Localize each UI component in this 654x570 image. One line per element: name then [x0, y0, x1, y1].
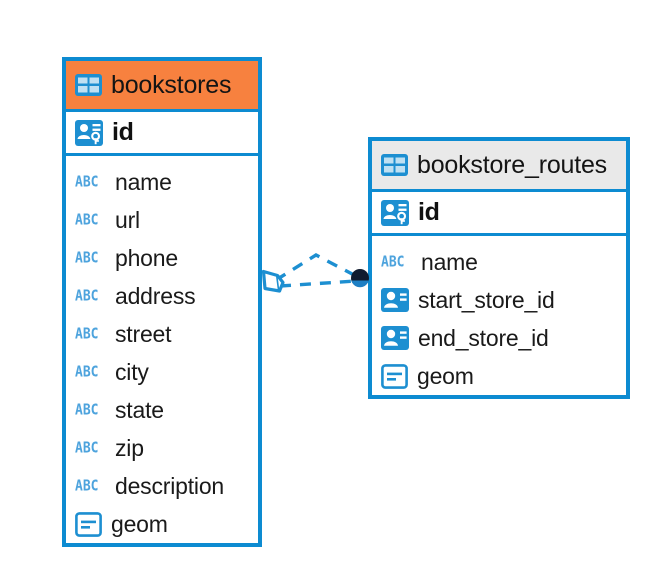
text-abc-icon: ABC [75, 439, 99, 457]
filled-circle-marker [351, 269, 369, 287]
field-label-end-store-id: end_store_id [418, 324, 549, 351]
text-abc-icon: ABC [75, 401, 99, 419]
text-abc-icon: ABC [75, 211, 99, 229]
field-label-street: street [115, 320, 172, 347]
field-row-phone[interactable]: ABC phone [66, 239, 258, 277]
field-row-street[interactable]: ABC street [66, 315, 258, 353]
table-icon [381, 154, 408, 176]
field-label-address: address [115, 282, 196, 309]
field-row-description[interactable]: ABC description [66, 467, 258, 505]
diamond-marker-tail [276, 274, 285, 292]
table-icon [75, 74, 102, 96]
primary-key-icon [381, 199, 409, 226]
field-label-city: city [115, 358, 149, 385]
entity-header-bookstore-routes[interactable]: bookstore_routes [372, 141, 626, 189]
diamond-marker [261, 269, 282, 293]
relationship-line-straight [279, 279, 357, 288]
field-label-start-store-id: start_store_id [418, 286, 555, 313]
foreign-key-icon [381, 288, 409, 312]
text-abc-icon: ABC [75, 173, 99, 191]
relationship-line-arched [275, 253, 357, 282]
text-abc-icon: ABC [381, 253, 405, 271]
primary-key-label-bookstores: id [112, 118, 134, 146]
entity-header-bookstores[interactable]: bookstores [66, 61, 258, 109]
entity-table-bookstores[interactable]: bookstores id ABC name [62, 57, 262, 547]
field-label-url: url [115, 206, 140, 233]
primary-key-row-bookstores[interactable]: id [66, 109, 258, 156]
foreign-key-icon [381, 326, 409, 350]
field-label-name: name [115, 168, 172, 195]
primary-key-label-bookstore-routes: id [418, 198, 440, 226]
field-row-start-store-id[interactable]: start_store_id [372, 281, 626, 319]
field-row-routes-geom[interactable]: geom [372, 357, 626, 395]
field-row-routes-name[interactable]: ABC name [372, 243, 626, 281]
field-row-address[interactable]: ABC address [66, 277, 258, 315]
text-abc-icon: ABC [75, 287, 99, 305]
entity-table-bookstore-routes[interactable]: bookstore_routes id ABC name [368, 137, 630, 399]
field-label-routes-geom: geom [417, 362, 474, 389]
field-row-end-store-id[interactable]: end_store_id [372, 319, 626, 357]
field-row-geom[interactable]: geom [66, 505, 258, 543]
text-abc-icon: ABC [75, 477, 99, 495]
primary-key-icon [75, 119, 103, 146]
field-row-zip[interactable]: ABC zip [66, 429, 258, 467]
field-label-zip: zip [115, 434, 144, 461]
entity-title-bookstores: bookstores [111, 70, 232, 99]
entity-title-bookstore-routes: bookstore_routes [417, 150, 607, 179]
filled-circle-marker-base [351, 280, 369, 288]
field-list-bookstores: ABC name ABC url ABC phone ABC address A… [66, 156, 258, 549]
field-label-description: description [115, 472, 225, 499]
field-label-state: state [115, 396, 164, 423]
field-row-url[interactable]: ABC url [66, 201, 258, 239]
field-row-state[interactable]: ABC state [66, 391, 258, 429]
geometry-icon [75, 511, 102, 537]
primary-key-row-bookstore-routes[interactable]: id [372, 189, 626, 236]
text-abc-icon: ABC [75, 249, 99, 267]
field-label-routes-name: name [421, 248, 478, 275]
geometry-icon [381, 363, 408, 389]
text-abc-icon: ABC [75, 325, 99, 343]
field-list-bookstore-routes: ABC name start_store_id [372, 236, 626, 401]
field-row-name[interactable]: ABC name [66, 163, 258, 201]
text-abc-icon: ABC [75, 363, 99, 381]
field-label-geom: geom [111, 510, 168, 537]
field-label-phone: phone [115, 244, 178, 271]
field-row-city[interactable]: ABC city [66, 353, 258, 391]
relationship-connector[interactable] [250, 240, 385, 320]
